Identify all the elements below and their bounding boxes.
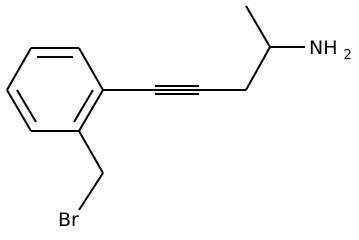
alkyne-chain [103, 5, 305, 95]
ch2-ch-bond [245, 46, 271, 91]
chemical-structure-diagram: NH 2 Br [6, 5, 352, 231]
ring-bond [6, 89, 32, 132]
ring-bond [78, 89, 104, 132]
methyl-bond [245, 5, 271, 48]
amine-main-label: NH [309, 37, 338, 59]
amine-subscript-label: 2 [344, 48, 352, 63]
ring-ch2-bond [78, 130, 104, 174]
amine-label: NH 2 [309, 37, 352, 63]
ring-bond [6, 47, 32, 91]
ring-double-bond-inner [16, 89, 37, 123]
benzene-ring [6, 47, 104, 132]
bromine-label: Br [58, 209, 79, 231]
ch2-br-bond [78, 172, 104, 211]
bromomethyl-group [78, 130, 104, 211]
ring-bond [78, 47, 104, 91]
ring-double-bond-inner [73, 89, 94, 123]
